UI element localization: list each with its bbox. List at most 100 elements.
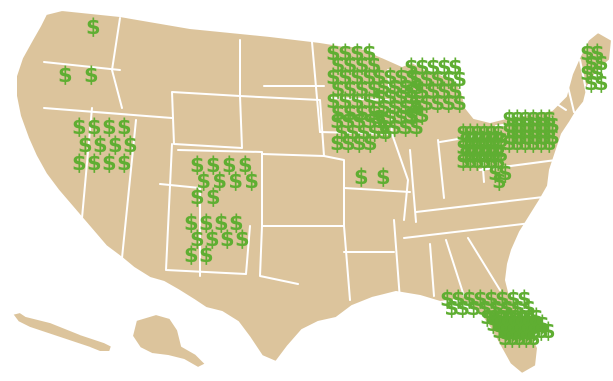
dollar-symbol-iowa: $: [345, 120, 360, 144]
dollar-symbol-michigan: $: [441, 91, 456, 115]
dollar-symbol-florida: $: [515, 305, 530, 329]
dollar-symbol-minnesota: $: [367, 101, 382, 125]
dollar-symbol-new-hampshire-maine: $: [584, 71, 599, 95]
dollar-symbol-minnesota: $: [362, 65, 377, 89]
dollar-symbol-pennsylvania: $: [526, 107, 541, 131]
dollar-symbol-minnesota: $: [331, 101, 346, 125]
dollar-symbol-wisconsin: $: [383, 105, 398, 129]
dollar-symbol-wisconsin: $: [409, 115, 424, 139]
state-borders: [43, 17, 591, 301]
dollar-symbol-pennsylvania: $: [518, 107, 533, 131]
dollar-symbol-nevada: $: [102, 151, 117, 175]
dollar-symbol-wisconsin: $: [405, 85, 420, 109]
dollar-symbol-nevada: $: [72, 115, 87, 139]
dollar-symbol-wisconsin: $: [398, 95, 413, 119]
dollar-symbol-iowa: $: [341, 131, 356, 155]
dollar-symbol-missouri: $: [354, 165, 369, 189]
dollar-symbol-wisconsin: $: [372, 85, 387, 109]
dollar-symbol-michigan: $: [448, 55, 463, 79]
dollar-symbol-new-hampshire-maine: $: [580, 61, 595, 85]
dollar-symbol-iowa: $: [334, 120, 349, 144]
dollar-symbol-wisconsin: $: [394, 65, 409, 89]
dollar-symbol-pennsylvania: $: [510, 119, 525, 143]
dollar-symbol-ohio: $: [491, 149, 506, 173]
dollar-symbol-ohio: $: [477, 121, 492, 145]
dollar-symbol-pennsylvania: $: [502, 131, 517, 155]
dollar-symbol-michigan: $: [437, 79, 452, 103]
dollar-symbol-wisconsin: $: [398, 115, 413, 139]
hawaii-islands-shape: [11, 311, 113, 353]
dollar-symbol-pennsylvania: $: [505, 125, 520, 149]
dollar-symbol-wisconsin: $: [372, 65, 387, 89]
dollar-symbol-nevada: $: [117, 151, 132, 175]
dollar-symbol-florida: $: [517, 287, 532, 311]
dollar-symbol-florida: $: [499, 296, 514, 320]
dollar-symbol-colorado: $: [190, 153, 205, 177]
dollar-symbol-wisconsin: $: [405, 105, 420, 129]
dollar-symbol-nevada: $: [78, 133, 93, 157]
dollar-symbol-minnesota: $: [326, 41, 341, 65]
dollar-symbol-michigan: $: [404, 79, 419, 103]
dollar-symbol-florida: $: [498, 326, 513, 350]
dollar-symbol-minnesota: $: [362, 41, 377, 65]
dollar-symbol-pennsylvania: $: [526, 131, 541, 155]
dollar-symbol-wisconsin: $: [394, 105, 409, 129]
dollar-symbol-colorado: $: [244, 169, 259, 193]
dollar-symbol-florida: $: [473, 287, 488, 311]
dollar-symbol-ohio: $: [477, 135, 492, 159]
dollar-symbol-wisconsin: $: [372, 105, 387, 129]
dollar-symbol-colorado: $: [212, 169, 227, 193]
dollar-symbol-ohio: $: [491, 121, 506, 145]
dollar-symbol-florida: $: [514, 312, 529, 336]
dollar-symbol-ohio: $: [477, 149, 492, 173]
dollar-symbol-ohio: $: [470, 121, 485, 145]
dollar-symbol-ohio: $: [463, 121, 478, 145]
dollar-symbol-wisconsin: $: [376, 95, 391, 119]
dollar-symbol-wisconsin: $: [394, 85, 409, 109]
dollar-symbol-florida: $: [444, 296, 459, 320]
dollar-symbol-missouri: $: [376, 165, 391, 189]
dollar-symbol-wisconsin: $: [387, 95, 402, 119]
dollar-symbol-wisconsin: $: [409, 75, 424, 99]
dollar-symbol-ohio: $: [473, 142, 488, 166]
dollar-symbols-layer: $$$$$$$$$$$$$$$$$$$$$$$$$$$$$$$$$$$$$$$$…: [58, 15, 609, 350]
dollar-symbol-florida: $: [466, 296, 481, 320]
dollar-symbol-pennsylvania: $: [526, 119, 541, 143]
dollar-symbol-ohio: $: [494, 128, 509, 152]
dollar-symbol-michigan: $: [430, 67, 445, 91]
dollar-symbol-ohio: $: [473, 128, 488, 152]
dollar-symbol-colorado: $: [196, 169, 211, 193]
dollar-symbol-pennsylvania: $: [534, 131, 549, 155]
dollar-symbol-florida: $: [521, 312, 536, 336]
dollar-symbol-pennsylvania: $: [529, 113, 544, 137]
dollar-symbol-ohio: $: [463, 135, 478, 159]
dollar-symbol-ohio: $: [466, 128, 481, 152]
dollar-symbol-nevada: $: [123, 133, 138, 157]
dollar-symbol-pennsylvania: $: [505, 113, 520, 137]
dollar-symbol-colorado: $: [190, 185, 205, 209]
dollar-symbol-michigan: $: [419, 67, 434, 91]
dollar-symbol-florida: $: [451, 287, 466, 311]
dollar-symbol-ohio: $: [480, 128, 495, 152]
dollar-symbol-florida: $: [534, 319, 549, 343]
dollar-symbol-florida: $: [440, 287, 455, 311]
dollar-symbol-washington: $: [86, 15, 101, 39]
dollar-symbol-michigan: $: [452, 67, 467, 91]
dollar-symbol-ohio: $: [487, 142, 502, 166]
dollar-symbol-pennsylvania: $: [545, 113, 560, 137]
dollar-symbol-florida: $: [513, 319, 528, 343]
dollar-symbol-minnesota: $: [355, 77, 370, 101]
dollar-symbol-minnesota: $: [326, 65, 341, 89]
dollar-symbol-iowa: $: [367, 120, 382, 144]
dollar-symbol-pennsylvania: $: [518, 119, 533, 143]
dollar-symbol-iowa: $: [363, 109, 378, 133]
dollar-symbol-florida: $: [508, 305, 523, 329]
dollar-symbol-pennsylvania: $: [542, 107, 557, 131]
dollar-symbol-nevada: $: [72, 151, 87, 175]
dollar-symbol-colorado: $: [206, 185, 221, 209]
dollar-symbol-virginia: $: [492, 169, 507, 193]
dollar-symbol-minnesota: $: [343, 53, 358, 77]
alaska-shape: [131, 313, 207, 369]
contiguous-us-shape: [15, 9, 613, 375]
